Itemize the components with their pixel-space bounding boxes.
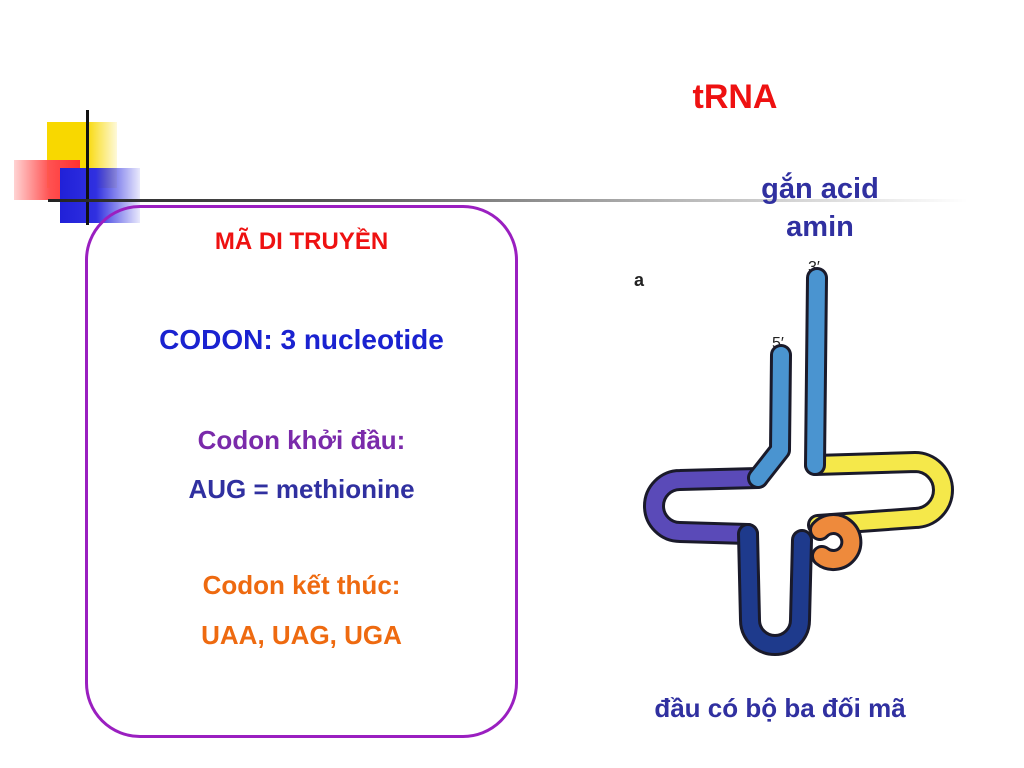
decor-horizontal-rule <box>48 199 968 202</box>
amino-acid-label: gắn acid amin <box>720 170 920 246</box>
t-arm <box>807 454 951 533</box>
start-codon-value: AUG = methionine <box>188 474 415 504</box>
anticodon-label: đầu có bộ ba đối mã <box>654 693 906 723</box>
codon-definition: CODON: 3 nucleotide <box>159 324 444 355</box>
slide-title: tRNA <box>692 78 778 116</box>
acceptor-stem-3-prime <box>807 270 825 473</box>
anticodon-arm <box>740 526 810 653</box>
panel-label: a <box>634 270 645 290</box>
acceptor-stem-5-prime <box>750 347 789 486</box>
start-codon-label: Codon khởi đầu: <box>197 425 406 455</box>
amino-acid-label-line2: amin <box>786 211 854 243</box>
d-arm <box>646 470 766 542</box>
amino-acid-label-line1: gắn acid <box>761 173 879 205</box>
variable-loop <box>812 516 860 568</box>
stop-codon-value: UAA, UAG, UGA <box>201 620 402 650</box>
decor-vertical-line <box>86 110 89 225</box>
card-heading: MÃ DI TRUYỀN <box>214 228 389 255</box>
genetic-code-card <box>85 205 518 738</box>
stop-codon-label: Codon kết thúc: <box>202 570 401 600</box>
trna-cloverleaf-diagram: a 3′ 5′ <box>634 259 954 656</box>
five-prime-label: 5′ <box>772 335 784 352</box>
